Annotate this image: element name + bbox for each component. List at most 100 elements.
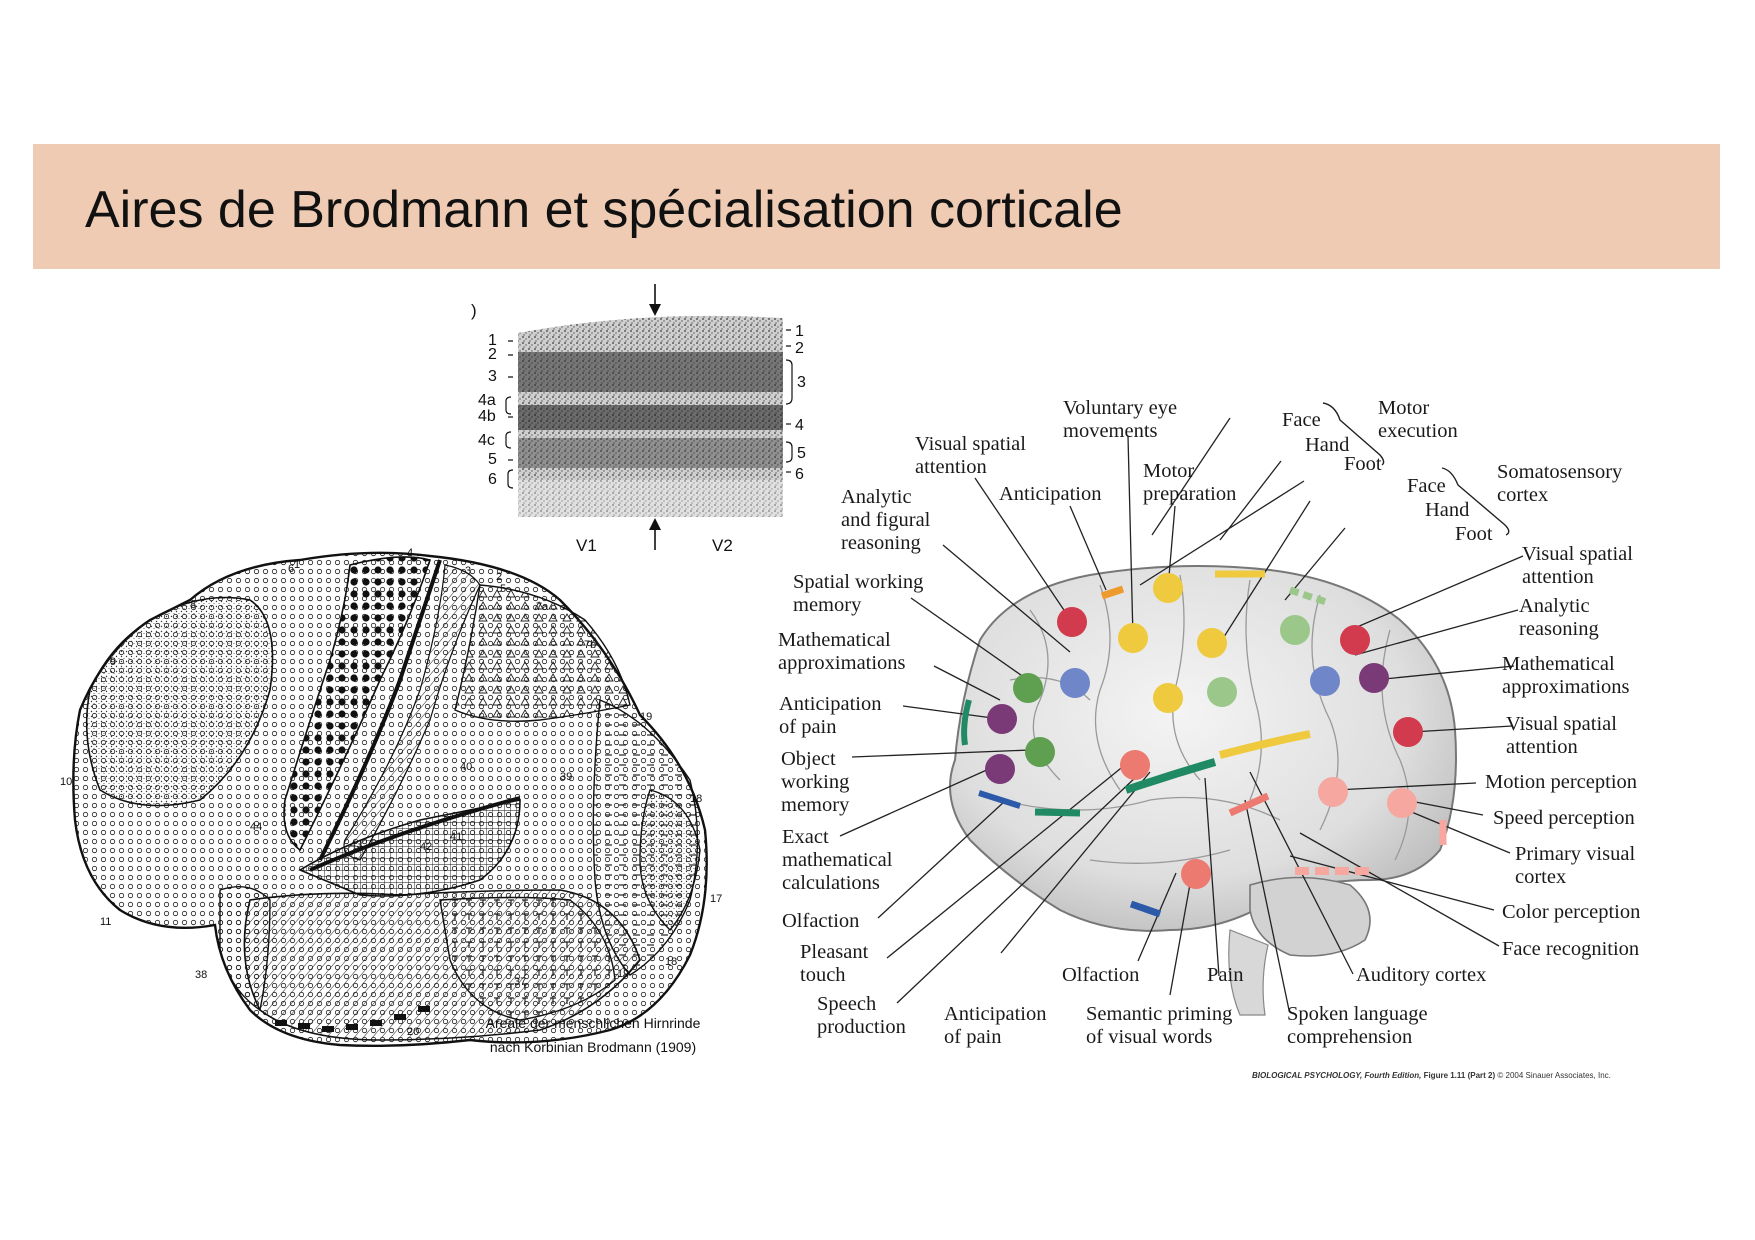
area-number: 19 [617, 968, 629, 980]
layer-label-right: 1 [795, 323, 804, 340]
layer-label-left: 5 [488, 451, 497, 468]
activation-dot [1120, 750, 1150, 780]
label-pain: Pain [1207, 964, 1243, 986]
functional-map: Voluntary eye movements Visual spatial a… [778, 397, 1640, 1048]
label-anticipation: Anticipation [999, 483, 1101, 505]
area-number: 43 [350, 839, 362, 851]
layer-label-left: 4c [478, 432, 495, 449]
label-motor-execution: Motor execution [1378, 397, 1458, 442]
arrow-up-icon [649, 518, 661, 550]
panel-mark: ) [471, 301, 477, 320]
activation-dot [1013, 673, 1043, 703]
layer-label-right: 6 [795, 466, 804, 483]
label-v1: V1 [576, 536, 597, 555]
activation-dot [1387, 788, 1417, 818]
area-number: 10 [60, 776, 72, 788]
brodmann-caption: Areale der menschlichen Hirnrinde [486, 1015, 701, 1031]
area-number: 17 [710, 893, 722, 905]
brodmann-caption: nach Korbinian Brodmann (1909) [490, 1039, 696, 1055]
brodmann-map: 1 2 3 4 5 6 7a 7b 8 9 10 11 17 18 18 19 … [60, 547, 722, 1055]
area-number: 41 [450, 831, 462, 843]
layer-label-right: 5 [797, 445, 806, 462]
area-number: 9 [110, 656, 116, 668]
label-v2: V2 [712, 536, 733, 555]
layer-label-left: 4a [478, 392, 496, 409]
activation-dot [1207, 677, 1237, 707]
label-olfaction: Olfaction [782, 910, 859, 932]
activation-dot [1060, 668, 1090, 698]
activation-dot [985, 754, 1015, 784]
area-number: 44 [250, 821, 262, 833]
label-voluntary-eye: Voluntary eye movements [1063, 397, 1182, 442]
area-number: 7a [536, 601, 549, 613]
label-speech-production: Speech production [817, 993, 906, 1038]
label-visual-spatial-attention-upper: Visual spatial attention [1522, 543, 1638, 588]
activation-dot [1340, 625, 1370, 655]
label-motor-preparation: Motor preparation [1143, 460, 1236, 505]
area-number: 38 [195, 969, 207, 981]
arrow-down-icon [649, 284, 661, 316]
activation-dot [1197, 628, 1227, 658]
area-number: 42 [420, 841, 432, 853]
label-somatosensory-face: Face [1407, 475, 1446, 497]
label-exact-mathematical-calculations: Exact mathematical calculations [782, 826, 898, 894]
activation-dot [1318, 777, 1348, 807]
activation-dot [1310, 666, 1340, 696]
layer-label-left: 6 [488, 471, 497, 488]
label-somatosensory-cortex: Somatosensory cortex [1497, 461, 1627, 506]
activation-dot [1181, 859, 1211, 889]
label-analytic-figural-reasoning: Analytic and figural reasoning [841, 486, 936, 554]
gyri-lines [999, 574, 1410, 864]
label-anticipation-of-pain: Anticipation of pain [779, 693, 887, 738]
area-20-marks [275, 1006, 430, 1032]
area-number: 40 [460, 761, 472, 773]
label-visual-spatial-attention-lower: Visual spatial attention [1506, 713, 1622, 758]
label-primary-visual-cortex: Primary visual cortex [1515, 843, 1640, 888]
area-number: 6 [288, 563, 294, 575]
label-mathematical-approximations: Mathematical approximations [778, 629, 906, 674]
activation-dot [1280, 615, 1310, 645]
layer-label-left: 2 [488, 346, 497, 363]
label-mathematical-approximations-right: Mathematical approximations [1502, 653, 1630, 698]
activation-dots [985, 573, 1423, 889]
label-object-working-memory: Object working memory [781, 748, 854, 816]
brain-illustration [949, 565, 1457, 932]
histology-panel: ) 1 2 3 4a 4b 4c 5 6 [471, 284, 806, 555]
layer-label-left: 3 [488, 368, 497, 385]
credit-figure: Figure 1.11 (Part 2) [1421, 1071, 1496, 1080]
credit-book-title: BIOLOGICAL PSYCHOLOGY, Fourth Edition, [1252, 1071, 1422, 1080]
label-motor-face: Face [1282, 409, 1321, 431]
label-pleasant-touch: Pleasant touch [800, 941, 873, 986]
area-number: 3 [465, 565, 471, 577]
area-number: 11 [100, 916, 111, 928]
label-visual-spatial-attention: Visual spatial attention [915, 433, 1031, 478]
area-number: 20 [407, 1026, 419, 1038]
credit-copyright: © 2004 Sinauer Associates, Inc. [1495, 1071, 1611, 1080]
activation-dot [1153, 573, 1183, 603]
cerebellum [1249, 876, 1371, 957]
label-spatial-working-memory: Spatial working memory [793, 571, 929, 616]
label-olfaction-bottom: Olfaction [1062, 964, 1139, 986]
brain-stem [1228, 929, 1269, 1016]
activation-dot [1057, 607, 1087, 637]
label-color-perception: Color perception [1502, 901, 1640, 923]
label-spoken-language-comprehension: Spoken language comprehension [1287, 1003, 1433, 1048]
area-number: 7b [584, 639, 596, 651]
label-somatosensory-hand: Hand [1425, 499, 1469, 521]
motor-brace [1322, 402, 1385, 466]
layer-label-left: 1 [488, 332, 497, 349]
layer-label-left: 4b [478, 408, 496, 425]
title-band: Aires de Brodmann et spécialisation cort… [33, 144, 1720, 269]
label-face-recognition: Face recognition [1502, 938, 1639, 960]
activation-dot [1393, 717, 1423, 747]
area-number: 2 [496, 571, 502, 583]
layer-ticks-left [505, 340, 514, 489]
label-speed-perception: Speed perception [1493, 807, 1635, 829]
label-analytic-reasoning: Analytic reasoning [1519, 595, 1599, 640]
area-number: 18 [665, 956, 677, 968]
layer-label-right: 2 [795, 340, 804, 357]
area-number: 18 [690, 793, 702, 805]
area-number: 8 [190, 599, 196, 611]
label-motion-perception: Motion perception [1485, 771, 1637, 793]
figure-credit: BIOLOGICAL PSYCHOLOGY, Fourth Edition, F… [1252, 1071, 1611, 1080]
